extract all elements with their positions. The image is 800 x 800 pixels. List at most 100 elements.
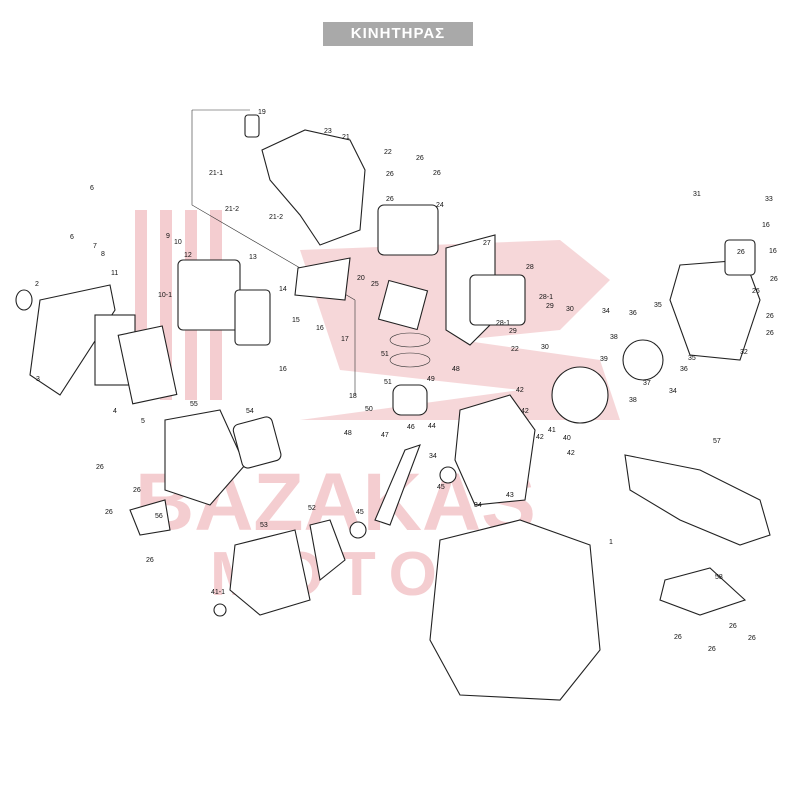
callout-label: 45 <box>356 509 364 516</box>
callout-label: 54 <box>246 408 254 415</box>
callout-label: 52 <box>308 505 316 512</box>
callout-label: 36 <box>680 366 688 373</box>
callout-label: 21-2 <box>269 214 283 221</box>
callout-label: 26 <box>708 646 716 653</box>
callout-label: 34 <box>602 308 610 315</box>
callout-label: 41-1 <box>211 589 225 596</box>
callout-label: 58 <box>715 574 723 581</box>
callout-label: 32 <box>740 349 748 356</box>
callout-label: 41 <box>548 427 556 434</box>
callout-label: 21 <box>342 134 350 141</box>
callout-label: 19 <box>258 109 266 116</box>
callout-label: 51 <box>384 379 392 386</box>
callout-label: 3 <box>36 376 40 383</box>
callout-label: 47 <box>381 432 389 439</box>
callout-label: 26 <box>146 557 154 564</box>
callout-label: 35 <box>688 355 696 362</box>
callout-label: 10 <box>174 239 182 246</box>
callout-label: 16 <box>279 366 287 373</box>
callout-label: 17 <box>341 336 349 343</box>
callout-label: 16 <box>762 222 770 229</box>
callout-label: 20 <box>357 275 365 282</box>
callout-label: 26 <box>133 487 141 494</box>
callout-label: 26 <box>766 313 774 320</box>
callout-label: 26 <box>96 464 104 471</box>
callout-label: 12 <box>184 252 192 259</box>
callout-label: 7 <box>93 243 97 250</box>
callout-label: 50 <box>365 406 373 413</box>
callout-label: 42 <box>521 408 529 415</box>
callout-label: 42 <box>567 450 575 457</box>
callout-label: 16 <box>769 248 777 255</box>
callout-label: 35 <box>654 302 662 309</box>
callout-label: 26 <box>766 330 774 337</box>
callout-label: 26 <box>748 635 756 642</box>
callout-label: 8 <box>101 251 105 258</box>
page-title: ΚΙΝΗΤΗΡΑΣ <box>323 22 473 46</box>
callout-label: 22 <box>384 149 392 156</box>
callout-label: 21-2 <box>225 206 239 213</box>
callout-label: 30 <box>541 344 549 351</box>
callout-label: 6 <box>90 185 94 192</box>
callout-label: 34 <box>429 453 437 460</box>
callout-label: 28 <box>526 264 534 271</box>
callout-label: 16 <box>316 325 324 332</box>
callout-label: 56 <box>155 513 163 520</box>
callout-label: 27 <box>483 240 491 247</box>
callout-label: 26 <box>674 634 682 641</box>
callout-label: 38 <box>610 334 618 341</box>
callout-label: 37 <box>643 380 651 387</box>
callout-label: 48 <box>452 366 460 373</box>
callout-label: 28-1 <box>539 294 553 301</box>
part-outlines <box>15 109 771 701</box>
callout-label: 40 <box>563 435 571 442</box>
callout-label: 14 <box>279 286 287 293</box>
callout-label: 26 <box>386 171 394 178</box>
callout-label: 24 <box>436 202 444 209</box>
callout-label: 2 <box>35 281 39 288</box>
callout-label: 6 <box>70 234 74 241</box>
callout-label: 4 <box>113 408 117 415</box>
callout-label: 11 <box>111 270 118 277</box>
callout-label: 31 <box>693 191 701 198</box>
callout-label: 26 <box>105 509 113 516</box>
callout-label: 25 <box>371 281 379 288</box>
callout-label: 13 <box>249 254 257 261</box>
callout-label: 48 <box>344 430 352 437</box>
callout-label: 26 <box>752 288 760 295</box>
callout-label: 26 <box>386 196 394 203</box>
callout-label: 26 <box>770 276 778 283</box>
callout-label: 38 <box>629 397 637 404</box>
callout-label: 26 <box>737 249 745 256</box>
callout-label: 30 <box>566 306 574 313</box>
callout-label: 1 <box>609 539 613 546</box>
callout-label: 15 <box>292 317 300 324</box>
callout-label: 43 <box>506 492 514 499</box>
callout-label: 53 <box>260 522 268 529</box>
callout-label: 22 <box>511 346 519 353</box>
callout-label: 33 <box>765 196 773 203</box>
callout-label: 5 <box>141 418 145 425</box>
callout-label: 9 <box>166 233 170 240</box>
callout-label: 34 <box>474 502 482 509</box>
callout-label: 34 <box>669 388 677 395</box>
callout-label: 51 <box>381 351 389 358</box>
callout-label: 49 <box>427 376 435 383</box>
callout-label: 44 <box>428 423 436 430</box>
callout-label: 26 <box>433 170 441 177</box>
callout-label: 36 <box>629 310 637 317</box>
callout-label: 23 <box>324 128 332 135</box>
callout-label: 42 <box>536 434 544 441</box>
callout-label: 57 <box>713 438 721 445</box>
callout-label: 39 <box>600 356 608 363</box>
callout-label: 21-1 <box>209 170 223 177</box>
callout-label: 28-1 <box>496 320 510 327</box>
callout-label: 26 <box>729 623 737 630</box>
callout-label: 45 <box>437 484 445 491</box>
callout-label: 55 <box>190 401 198 408</box>
callout-label: 26 <box>416 155 424 162</box>
callout-label: 18 <box>349 393 357 400</box>
callout-label: 42 <box>516 387 524 394</box>
